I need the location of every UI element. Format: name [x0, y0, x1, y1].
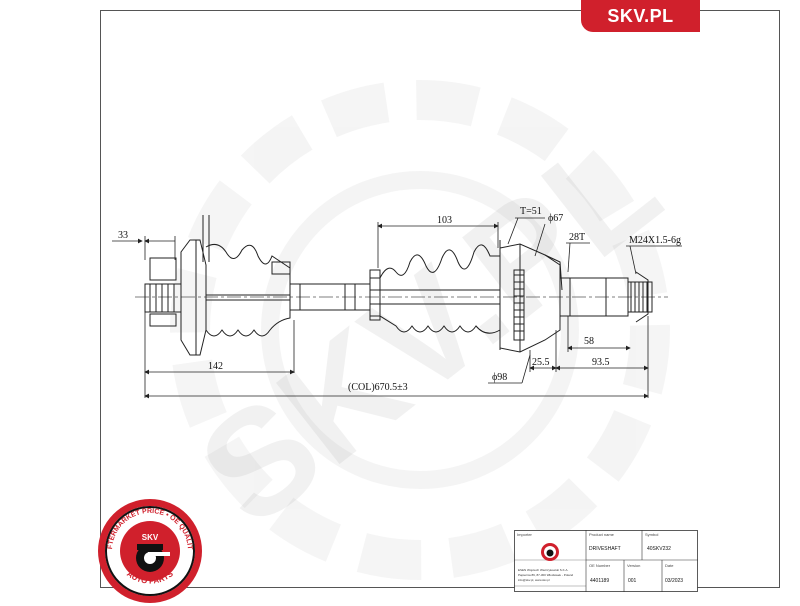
product-label: Product name — [589, 532, 615, 537]
dim-28t: 28T — [569, 232, 585, 243]
product-name: DRIVESHAFT — [589, 546, 621, 552]
company-line-2: Papiernia 89, 87-300 Włocławek - Poland — [518, 573, 573, 577]
symbol-value: 40SKV232 — [647, 546, 671, 552]
dim-phi98: ϕ98 — [492, 372, 507, 383]
seal-center-text: SKV — [142, 533, 159, 542]
importer-label: Importer — [517, 532, 533, 537]
version-value: 001 — [628, 578, 637, 584]
inner-joint — [144, 215, 291, 356]
oe-label: OE Number — [589, 563, 611, 568]
title-block: Importer Product name Symbol DRIVESHAFT … — [514, 530, 698, 592]
oe-value: 4401189 — [590, 578, 609, 584]
dim-142: 142 — [208, 361, 223, 372]
version-label: Version — [627, 563, 640, 568]
date-label: Date — [665, 563, 674, 568]
importer-logo-icon — [541, 543, 559, 561]
company-line-3: info@skv.pl, www.skv.pl — [518, 578, 550, 582]
dim-58: 58 — [584, 336, 594, 347]
brand-logo: SKV.PL — [581, 0, 700, 32]
dim-thread: M24X1.5-6g — [629, 235, 681, 246]
dim-25-5: 25.5 — [532, 357, 550, 368]
dim-93-5: 93.5 — [592, 357, 610, 368]
dim-overall: (COL)670.5±3 — [348, 382, 408, 393]
dim-103: 103 — [437, 215, 452, 226]
dim-t51: T=51 — [520, 206, 542, 217]
dim-phi67: ϕ67 — [548, 213, 563, 224]
quality-seal: AFTERMARKET PRICE • OE QUALITY AUTO PART… — [95, 496, 202, 603]
outer-joint — [369, 240, 653, 353]
brand-logo-text: SKV.PL — [607, 5, 674, 26]
company-line-1: ESEN Wojciech Wietrzykowski S.K.A. — [518, 568, 568, 572]
seal-gear-icon — [136, 544, 170, 572]
dimension-lines — [112, 217, 682, 399]
symbol-label: Symbol — [645, 532, 658, 537]
drawing-frame — [100, 10, 780, 588]
date-value: 03/2023 — [665, 578, 683, 584]
dim-33: 33 — [118, 230, 128, 241]
